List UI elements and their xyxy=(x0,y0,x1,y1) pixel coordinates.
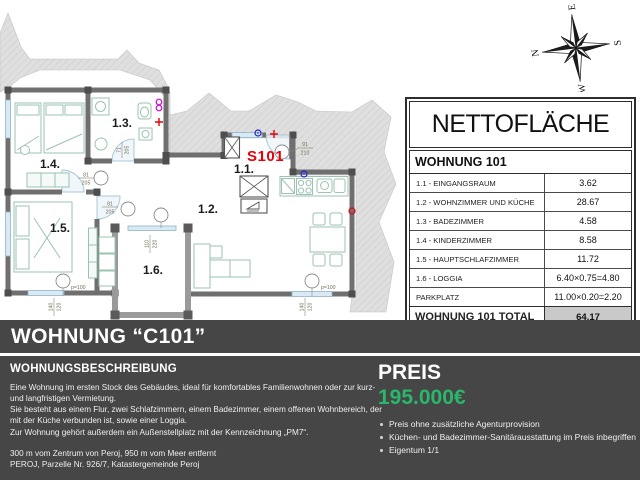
svg-text:220: 220 xyxy=(153,240,159,249)
price-bullet: Eigentum 1/1 xyxy=(378,444,640,457)
table-row: 1.4 - KINDERZIMMER 8.58 xyxy=(410,231,631,250)
socket-icon xyxy=(348,207,356,215)
svg-text:205: 205 xyxy=(125,146,131,155)
svg-text:71: 71 xyxy=(117,147,123,153)
svg-text:110: 110 xyxy=(145,240,151,248)
table-row: 1.5 - HAUPTSCHLAFZIMMER 11.72 xyxy=(410,250,631,269)
room-label-1-3: 1.3. xyxy=(112,116,132,130)
svg-text:140: 140 xyxy=(300,303,306,312)
armchair-icon xyxy=(98,236,116,254)
loggia-door-threshold xyxy=(127,225,177,231)
svg-text:140: 140 xyxy=(49,303,55,312)
parapet-label: p=100 xyxy=(71,285,86,291)
apartment-title: WOHNUNG “C101” xyxy=(11,324,206,348)
outlet-icon xyxy=(254,129,262,137)
details-section: WOHNUNGSBESCHREIBUNG Eine Wohnung im ers… xyxy=(0,356,640,480)
unit-label: S101 xyxy=(247,148,284,165)
svg-text:205: 205 xyxy=(106,210,115,216)
furniture-bathroom xyxy=(91,97,153,151)
door-dim: 81 xyxy=(83,173,89,179)
parapet-label: p=100 xyxy=(321,285,336,291)
svg-text:205: 205 xyxy=(82,181,91,187)
dining-table-icon xyxy=(309,226,346,253)
table-row: 1.6 - LOGGIA 6.40×0.75=4.80 xyxy=(410,269,631,288)
room-label-1-4: 1.4. xyxy=(40,157,60,171)
window-dim: 140 120 xyxy=(300,298,314,316)
description-text: Eine Wohnung im ersten Stock des Gebäude… xyxy=(10,382,382,438)
wardrobe-icon xyxy=(88,227,98,279)
vent-icon xyxy=(155,98,163,106)
description-paragraph: Zur Wohnung gehört außerdem ein Außenste… xyxy=(10,427,309,437)
service-markers xyxy=(155,98,356,215)
price-block: PREIS 195.000€ Preis ohne zusätzliche Ag… xyxy=(378,361,640,457)
table-row: PARKPLATZ 11.00×0.20=2.20 xyxy=(410,288,631,306)
table-row: 1.3 - BADEZIMMER 4.58 xyxy=(410,212,631,231)
furniture-living-kitchen xyxy=(98,176,349,289)
room-label-1-5: 1.5. xyxy=(50,221,70,235)
door-dim: 110 220 xyxy=(145,235,159,253)
svg-text:120: 120 xyxy=(308,303,314,312)
description-heading: WOHNUNGSBESCHREIBUNG xyxy=(10,363,177,375)
table-section-header: WOHNUNG 101 xyxy=(410,151,631,174)
panel-box xyxy=(240,198,268,214)
shaft-boxes xyxy=(223,136,269,214)
compass-north-label: N xyxy=(530,49,542,58)
title-banner: WOHNUNG “C101” xyxy=(0,320,640,353)
floor-plan: 81 205 81 205 71 205 91 210 110 220 140 xyxy=(0,12,397,320)
door-dim: 81 xyxy=(107,202,113,208)
room-label-1-6: 1.6. xyxy=(143,263,163,277)
table-row: 1.2 - WOHNZIMMER UND KÜCHE 28.67 xyxy=(410,193,631,212)
wardrobe-icon xyxy=(26,172,70,188)
price-bullet: Küchen- und Badezimmer-Sanitärausstattun… xyxy=(378,431,640,444)
price-heading: PREIS xyxy=(378,361,442,384)
room-label-1-2: 1.2. xyxy=(198,202,218,216)
description-block: WOHNUNGSBESCHREIBUNG Eine Wohnung im ers… xyxy=(10,363,382,470)
kitchen-sink-icon xyxy=(316,178,333,193)
bidet-icon xyxy=(94,137,108,151)
furniture-bedroom-14 xyxy=(14,102,85,188)
svg-text:120: 120 xyxy=(57,303,63,312)
compass-west-label: W xyxy=(576,83,588,92)
door-dim: 71 205 xyxy=(117,142,131,158)
panel-symbol-icon xyxy=(245,201,260,210)
door-dim: 91 xyxy=(302,142,308,148)
room-labels: 1.1. 1.2. 1.3. 1.4. 1.5. 1.6. S101 xyxy=(40,116,284,277)
location-line: 300 m vom Zentrum von Peroj, 950 m vom M… xyxy=(10,448,217,458)
table-title: NETTOFLÄCHE xyxy=(409,101,632,148)
location-line: PEROJ, Parzelle Nr. 926/7, Katastergemei… xyxy=(10,459,200,469)
compass-south-label: S xyxy=(612,39,624,46)
table-body: WOHNUNG 101 1.1 - EINGANGSRAUM 3.62 1.2 … xyxy=(409,150,632,328)
compass-rose: N E S W xyxy=(530,3,624,92)
price-bullet: Preis ohne zusätzliche Agenturprovision xyxy=(378,418,640,431)
bullet-dot-icon xyxy=(380,449,383,453)
net-area-table: NETTOFLÄCHE WOHNUNG 101 1.1 - EINGANGSRA… xyxy=(405,97,636,332)
dimension-balloons xyxy=(55,144,320,296)
svg-text:210: 210 xyxy=(301,151,310,157)
bullet-dot-icon xyxy=(380,422,383,426)
table-row: 1.1 - EINGANGSRAUM 3.62 xyxy=(410,174,631,193)
outlet-icon xyxy=(300,170,308,178)
price-bullets: Preis ohne zusätzliche Agenturprovision … xyxy=(378,418,640,458)
location-block: 300 m vom Zentrum von Peroj, 950 m vom M… xyxy=(10,448,382,470)
furniture-bedroom-15 xyxy=(13,201,98,279)
price-amount: 195.000€ xyxy=(378,385,466,409)
bullet-dot-icon xyxy=(380,435,383,439)
washing-machine-icon xyxy=(91,97,110,116)
description-paragraph: Eine Wohnung im ersten Stock des Gebäude… xyxy=(10,383,376,404)
cross-marker-icon xyxy=(270,130,278,138)
sofa-icon xyxy=(193,243,211,289)
description-paragraph: Sie besteht aus einem Flur, zwei Schlafz… xyxy=(10,405,382,426)
window-dim: 140 120 xyxy=(49,298,63,316)
stove-icon xyxy=(296,178,313,195)
compass-east-label: E xyxy=(567,3,579,10)
sink-icon xyxy=(138,127,153,141)
cross-marker-icon xyxy=(155,118,163,126)
stool-icon xyxy=(20,145,30,155)
dimension-labels: 81 205 81 205 71 205 91 210 110 220 140 xyxy=(49,142,336,316)
room-label-1-1: 1.1. xyxy=(234,162,254,176)
